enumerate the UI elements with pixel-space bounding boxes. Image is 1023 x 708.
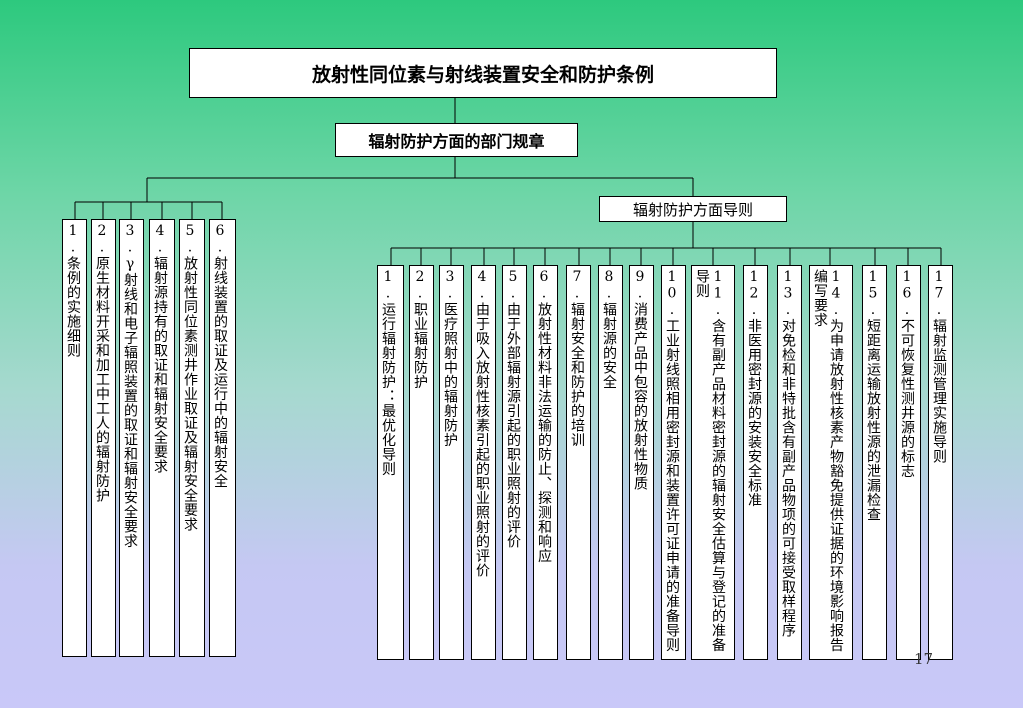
rule-node-label: 6.射线装置的取证及运行中的辐射安全 (212, 223, 228, 488)
guide-node-label: 4.由于吸入放射性核素引起的职业照射的评价 (474, 269, 490, 578)
guide-node-2: 2.职业辐射防护 (409, 265, 434, 660)
guide-node-label: 12.非医用密封源的安装安全标准 (746, 269, 762, 507)
guide-node-label: 6.放射性材料非法运输的防止、探测和响应 (536, 269, 552, 563)
guide-node-9: 9.消费产品中包容的放射性物质 (629, 265, 654, 660)
rule-node-2: 2.原生材料开采和加工中工人的辐射防护 (91, 219, 116, 657)
guide-node-12: 12.非医用密封源的安装安全标准 (743, 265, 768, 660)
guide-node-label: 8.辐射源的安全 (601, 269, 617, 389)
rule-node-label: 1.条例的实施细则 (65, 223, 81, 358)
guide-node-7: 7.辐射安全和防护的培训 (566, 265, 591, 660)
guide-node-13: 13.对免检和非特批含有副产品物项的可接受取样程序 (777, 265, 802, 660)
rule-node-5: 5.放射性同位素测井作业取证及辐射安全要求 (179, 219, 205, 657)
guide-node-label: 7.辐射安全和防护的培训 (569, 269, 585, 447)
guide-node-label: 13.对免检和非特批含有副产品物项的可接受取样程序 (780, 269, 796, 638)
rule-node-4: 4.辐射源持有的取证和辐射安全要求 (149, 219, 175, 657)
rule-node-label: 3.γ射线和电子辐照装置的取证和辐射安全要求 (122, 223, 138, 548)
rule-node-3: 3.γ射线和电子辐照装置的取证和辐射安全要求 (119, 219, 144, 657)
page-number: 17 (914, 650, 934, 668)
guide-node-1: 1.运行辐射防护：最优化导则 (377, 265, 404, 660)
guide-node-17: 17.辐射监测管理实施导则 (928, 265, 953, 660)
guide-node-15: 15.短距离运输放射性源的泄漏检查 (862, 265, 887, 660)
guide-node-label: 16.不可恢复性测井源的标志 (899, 269, 915, 478)
guide-node-14: 14.为申请放射性核素产物豁免提供证据的环境影响报告编写要求 (809, 265, 853, 660)
guide-node-5: 5.由于外部辐射源引起的职业照射的评价 (502, 265, 527, 660)
guide-node-label: 10.工业射线照相用密封源和装置许可证申请的准备导则 (664, 269, 680, 652)
guide-node-6: 6.放射性材料非法运输的防止、探测和响应 (533, 265, 558, 660)
guide-node-label: 3.医疗照射中的辐射防护 (442, 269, 458, 447)
guide-node-label: 9.消费产品中包容的放射性物质 (632, 269, 648, 491)
rule-node-label: 2.原生材料开采和加工中工人的辐射防护 (94, 223, 110, 503)
guide-node-label: 11.含有副产品材料密封源的辐射安全估算与登记的准备导则 (694, 269, 726, 652)
guide-node-11: 11.含有副产品材料密封源的辐射安全估算与登记的准备导则 (691, 265, 735, 660)
guide-node-16: 16.不可恢复性测井源的标志 (896, 265, 921, 660)
guide-node-label: 15.短距离运输放射性源的泄漏检查 (865, 269, 881, 522)
guide-node-label: 2.职业辐射防护 (412, 269, 428, 389)
guide-node-10: 10.工业射线照相用密封源和装置许可证申请的准备导则 (661, 265, 686, 660)
rule-node-1: 1.条例的实施细则 (62, 219, 87, 657)
guide-node-label: 1.运行辐射防护：最优化导则 (380, 269, 396, 476)
guide-node-label: 5.由于外部辐射源引起的职业照射的评价 (505, 269, 521, 549)
guides-node: 辐射防护方面导则 (599, 196, 787, 222)
guide-node-8: 8.辐射源的安全 (598, 265, 623, 660)
guide-node-3: 3.医疗照射中的辐射防护 (439, 265, 464, 660)
regulations-node: 辐射防护方面的部门规章 (335, 123, 578, 157)
guide-node-label: 17.辐射监测管理实施导则 (931, 269, 947, 464)
guide-node-4: 4.由于吸入放射性核素引起的职业照射的评价 (471, 265, 496, 660)
rule-node-6: 6.射线装置的取证及运行中的辐射安全 (209, 219, 236, 657)
guide-node-label: 14.为申请放射性核素产物豁免提供证据的环境影响报告编写要求 (812, 269, 844, 652)
diagram-title: 放射性同位素与射线装置安全和防护条例 (189, 48, 777, 98)
rule-node-label: 5.放射性同位素测井作业取证及辐射安全要求 (182, 223, 198, 532)
rule-node-label: 4.辐射源持有的取证和辐射安全要求 (152, 223, 168, 474)
